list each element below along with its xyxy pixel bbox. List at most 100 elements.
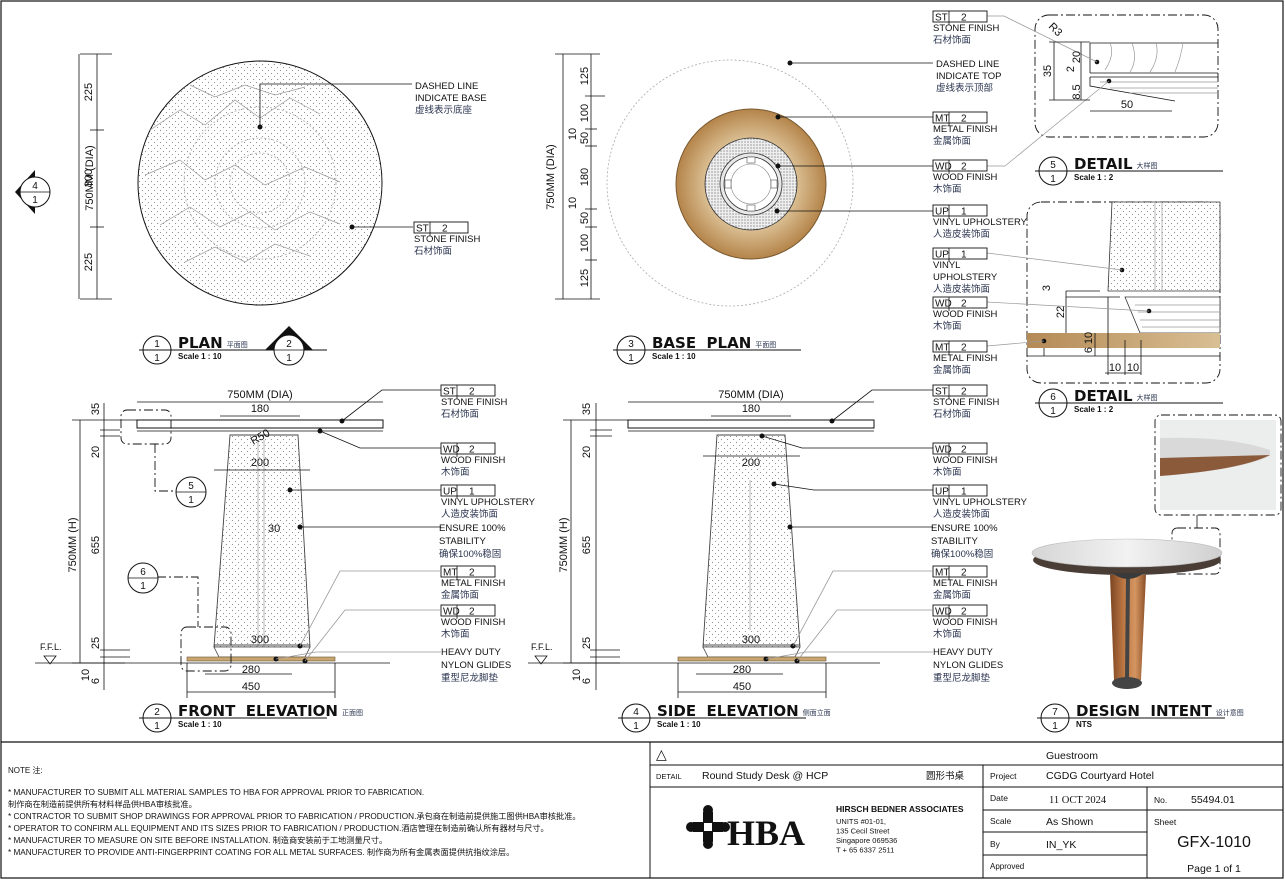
plan-tabletop (137, 60, 383, 306)
view-sheet: 1 (1050, 406, 1056, 417)
finish-number: 2 (961, 13, 967, 24)
dimension: 100 (579, 234, 591, 252)
dimension: 8.5 (1071, 84, 1083, 99)
company-address: Singapore 069536 (836, 836, 897, 845)
revision-symbol: △ (656, 746, 667, 762)
finish-code: WD (443, 607, 460, 618)
overall-height: 750MM (H) (558, 517, 570, 572)
finish-code: ST (935, 387, 948, 398)
marker-bottom: 1 (140, 581, 146, 592)
finish-code: ST (416, 224, 429, 235)
finish-code: ST (443, 387, 456, 398)
finish-tag (932, 159, 988, 172)
view-number: 3 (628, 339, 634, 350)
callout-text: 木饰面 (441, 466, 470, 478)
finish-tag (932, 442, 988, 455)
finish-tag (440, 384, 496, 397)
note-item: * OPERATOR TO CONFIRM ALL EQUIPMENT AND … (8, 823, 549, 833)
callout-text: 石材饰面 (414, 245, 452, 257)
dimension: 50 (1121, 99, 1133, 111)
view-title: FRONT ELEVATION (178, 702, 338, 720)
project-name: CGDG Courtyard Hotel (1046, 770, 1154, 782)
view-title-cn: 平面图 (227, 341, 248, 349)
note-item: * MANUFACTURER TO MEASURE ON SITE BEFORE… (8, 835, 387, 845)
page-indicator: Page 1 of 1 (1187, 863, 1241, 875)
callout-text: WOOD FINISH (441, 455, 506, 466)
callout-text: NYLON GLIDES (933, 660, 1003, 671)
dimension: R3 (1046, 21, 1064, 39)
by-label: By (990, 839, 1001, 849)
finish-tag (932, 565, 988, 578)
dimension: 100 (579, 104, 591, 122)
detail-5-view (987, 14, 1219, 167)
view-sheet: 1 (628, 353, 634, 364)
callout-text: WOOD FINISH (933, 172, 998, 183)
finish-tag (932, 384, 988, 397)
callout-text: STABILITY (439, 536, 486, 547)
view-sheet: 1 (154, 353, 160, 364)
finish-code: MT (443, 568, 457, 579)
callout-text: 金属饰面 (933, 135, 971, 147)
base-plate (186, 656, 336, 662)
dimension: 6 (90, 678, 102, 684)
ffl-label: F.F.L. (531, 642, 553, 652)
finish-code: WD (935, 162, 952, 173)
note-item: * CONTRACTOR TO SUBMIT SHOP DRAWINGS FOR… (8, 811, 581, 821)
area-name: Guestroom (1046, 750, 1098, 762)
marker-top: 5 (188, 481, 194, 492)
project-number: 55494.01 (1191, 794, 1235, 806)
note-item: * MANUFACTURER TO SUBMIT ALL MATERIAL SA… (8, 788, 424, 797)
callout-text: DASHED LINE (936, 59, 999, 70)
dimension: 225 (83, 83, 95, 101)
view-sheet: 1 (1050, 174, 1056, 185)
callout-text: VINYL UPHOLSTERY (933, 217, 1028, 228)
dimension: 125 (579, 269, 591, 287)
hba-logo: HBA (727, 813, 805, 853)
detail-6-wood-strip (1027, 333, 1220, 348)
finish-number: 2 (961, 445, 967, 456)
callout-text: 重型尼龙脚垫 (441, 672, 499, 684)
number-label: No. (1154, 795, 1167, 805)
dimension: 180 (251, 403, 269, 415)
dimension: 10 (567, 197, 579, 209)
dimension: 450 (242, 681, 260, 693)
finish-tag (932, 204, 988, 217)
callout-text: STONE FINISH (933, 23, 999, 34)
callout-text: INDICATE BASE (415, 93, 487, 104)
company-name: HIRSCH BEDNER ASSOCIATES (836, 804, 964, 814)
finish-tag (932, 296, 988, 309)
callout-text: WOOD FINISH (933, 455, 998, 466)
view-title: DETAIL (1074, 387, 1133, 405)
sheet-label: Sheet (1154, 817, 1177, 827)
finish-number: 2 (469, 445, 475, 456)
finish-tag (440, 565, 496, 578)
marker-bottom: 1 (188, 495, 194, 506)
dimension: 10 (1127, 362, 1139, 374)
callout-text: 石材饰面 (933, 34, 971, 46)
rib-dimension: 30 (268, 523, 280, 535)
dimension: 10 (80, 669, 92, 681)
dimension: 2 (1065, 66, 1077, 72)
callout-text: 重型尼龙脚垫 (933, 672, 991, 684)
callout-text: 木饰面 (441, 628, 470, 640)
title-block-grid (649, 742, 1284, 878)
callout-text: VINYL UPHOLSTERY (933, 497, 1028, 508)
view-title-cn: 大样图 (1137, 393, 1158, 402)
view-scale: Scale 1 : 10 (178, 352, 222, 361)
overall-dimension: 750MM (DIA) (84, 145, 96, 210)
dimension: 50 (579, 212, 591, 224)
view-title: SIDE ELEVATION (657, 702, 799, 720)
front-elevation-view (35, 401, 390, 698)
dimension: 20 (1071, 51, 1083, 63)
overall-dimension: 750MM (DIA) (545, 144, 557, 209)
view-number: 2 (154, 707, 160, 718)
callout-text: 确保100%稳固 (439, 548, 501, 560)
date-value: 11 OCT 2024 (1049, 795, 1107, 806)
finish-code: UP (935, 250, 949, 261)
overall-width: 750MM (DIA) (227, 389, 292, 401)
callout-text: 虚线表示底座 (415, 104, 473, 116)
finish-number: 1 (961, 250, 967, 261)
detail-name-cn: 圆形书桌 (926, 770, 965, 782)
dimension: 6 (1083, 347, 1095, 353)
view-title: DESIGN INTENT (1076, 702, 1213, 720)
